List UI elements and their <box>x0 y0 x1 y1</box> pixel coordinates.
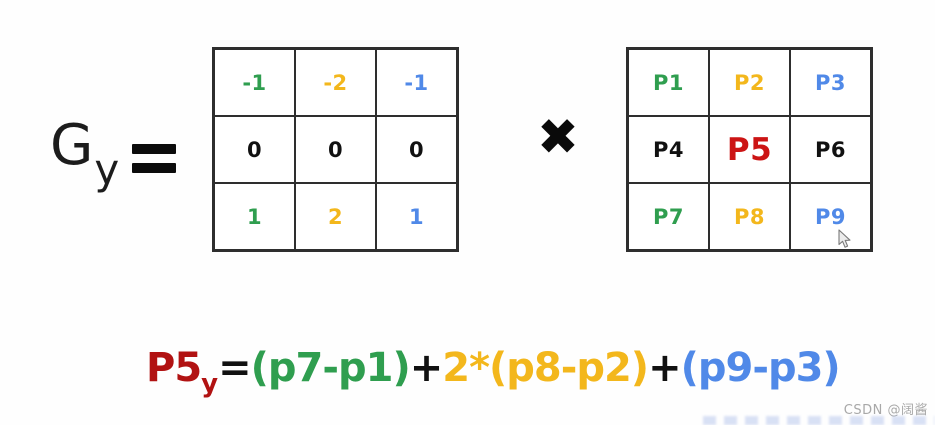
equals-top-bar <box>132 144 176 154</box>
pixel-cell: P9 <box>790 183 871 250</box>
formula-equals: = <box>218 345 252 391</box>
kernel-cell: -2 <box>295 49 376 116</box>
pixel-cell: P8 <box>709 183 790 250</box>
cutoff-text-artifact <box>703 416 935 425</box>
mouse-cursor-icon <box>838 229 851 248</box>
kernel-cell: 2 <box>295 183 376 250</box>
kernel-cell: 1 <box>376 183 457 250</box>
kernel-cell: 0 <box>295 116 376 183</box>
pixel-cell: P4 <box>628 116 709 183</box>
kernel-cell: -1 <box>376 49 457 116</box>
gy-base-text: G <box>50 113 94 178</box>
kernel-matrix: -1 -2 -1 0 0 0 1 2 1 <box>212 47 459 252</box>
equals-bottom-bar <box>132 163 176 173</box>
kernel-cell: -1 <box>214 49 295 116</box>
gy-subscript-text: y <box>94 145 120 194</box>
pixel-cell: P7 <box>628 183 709 250</box>
formula-lhs-subscript: y <box>201 369 219 399</box>
formula-plus-2: + <box>648 345 682 391</box>
formula-lhs: P5 <box>146 345 202 391</box>
pixel-cell: P3 <box>790 49 871 116</box>
multiply-icon: ✖ <box>537 108 579 166</box>
pixel-cell: P6 <box>790 116 871 183</box>
csdn-watermark: CSDN @阔酱 <box>843 403 928 418</box>
kernel-cell: 1 <box>214 183 295 250</box>
kernel-cell: 0 <box>376 116 457 183</box>
pixel-cell: P1 <box>628 49 709 116</box>
formula-term-orange: 2*(p8-p2) <box>442 345 649 391</box>
gy-operator-label: Gy <box>50 118 119 191</box>
pixel-cell-center: P5 <box>709 116 790 183</box>
formula-plus-1: + <box>409 345 444 391</box>
pixel-matrix: P1 P2 P3 P4 P5 P6 P7 P8 P9 <box>626 47 873 252</box>
kernel-cell: 0 <box>214 116 295 183</box>
pixel-cell: P2 <box>709 49 790 116</box>
gradient-formula: P5y=(p7-p1)+2*(p8-p2)+(p9-p3) <box>146 345 841 399</box>
equals-sign <box>132 144 176 173</box>
formula-term-blue: (p9-p3) <box>680 345 841 391</box>
formula-term-green: (p7-p1) <box>250 345 411 391</box>
